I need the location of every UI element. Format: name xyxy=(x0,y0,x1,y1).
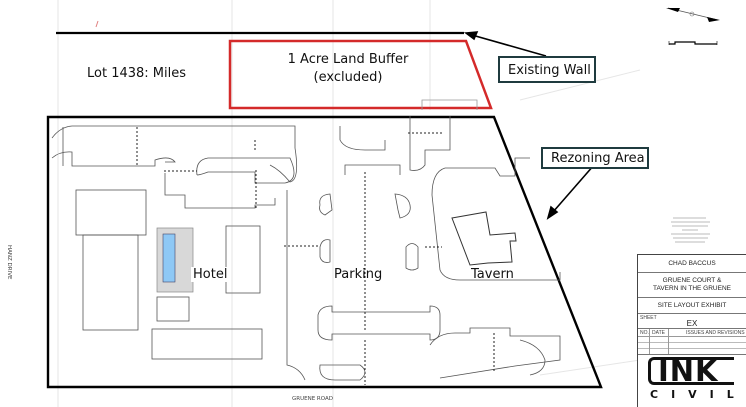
pool-water xyxy=(162,233,176,283)
hotel-label: Hotel xyxy=(191,267,230,282)
land-buffer-outline xyxy=(228,39,493,110)
revisions-issues-header: ISSUES AND REVISIONS xyxy=(686,330,745,336)
dimension-lines xyxy=(136,127,495,385)
ink-civil-logo: INK CIVIL xyxy=(638,355,746,407)
sheet-number: EX xyxy=(686,319,698,328)
tavern-label: Tavern xyxy=(471,267,514,282)
buffer-label-line2: (excluded) xyxy=(313,70,383,85)
lot-label: Lot 1438: Miles xyxy=(87,66,187,81)
buffer-structure xyxy=(421,99,478,110)
existing-wall-arrow xyxy=(471,34,547,57)
revisions-date-header: DATE xyxy=(652,330,665,336)
existing-wall-callout: Existing Wall xyxy=(498,56,596,83)
existing-wall-arrowhead xyxy=(463,31,479,41)
site-linework xyxy=(51,116,561,381)
project-name-line1: GRUENE COURT & xyxy=(662,277,722,284)
title-block: CHAD BACCUS GRUENE COURT & TAVERN IN THE… xyxy=(637,254,746,407)
red-mark xyxy=(95,20,99,28)
logo-civil-text: CIVIL xyxy=(650,388,746,401)
project-name: GRUENE COURT & TAVERN IN THE GRUENE xyxy=(638,273,746,298)
rezoning-arrow xyxy=(552,164,595,213)
background-gridlines xyxy=(57,0,641,407)
rezoning-boundary xyxy=(46,115,603,389)
gruene-road-label: GRUENE ROAD xyxy=(292,396,333,402)
hanz-drive-label: HANZ DRIVE xyxy=(6,245,12,280)
parking-label: Parking xyxy=(334,267,383,282)
sheet-label: SHEET xyxy=(640,315,657,321)
revisions-table: NO. DATE ISSUES AND REVISIONS xyxy=(638,329,746,355)
sheet-box: SHEET EX xyxy=(638,314,746,329)
revisions-no-header: NO. xyxy=(640,330,649,336)
north-arrow-icon xyxy=(666,7,720,22)
scale-bar-icon xyxy=(668,41,718,45)
project-name-line2: TAVERN IN THE GRUENE xyxy=(652,285,731,292)
rezoning-area-callout: Rezoning Area xyxy=(541,147,649,169)
client-name: CHAD BACCUS xyxy=(638,255,746,273)
rezoning-arrowhead xyxy=(546,205,559,220)
drawing-title: SITE LAYOUT EXHIBIT xyxy=(638,298,746,314)
logo-ink-text: INK xyxy=(658,354,719,388)
engineer-seal-text xyxy=(671,217,710,243)
buffer-label-line1: 1 Acre Land Buffer xyxy=(287,52,409,67)
callout-arrows xyxy=(463,31,595,220)
